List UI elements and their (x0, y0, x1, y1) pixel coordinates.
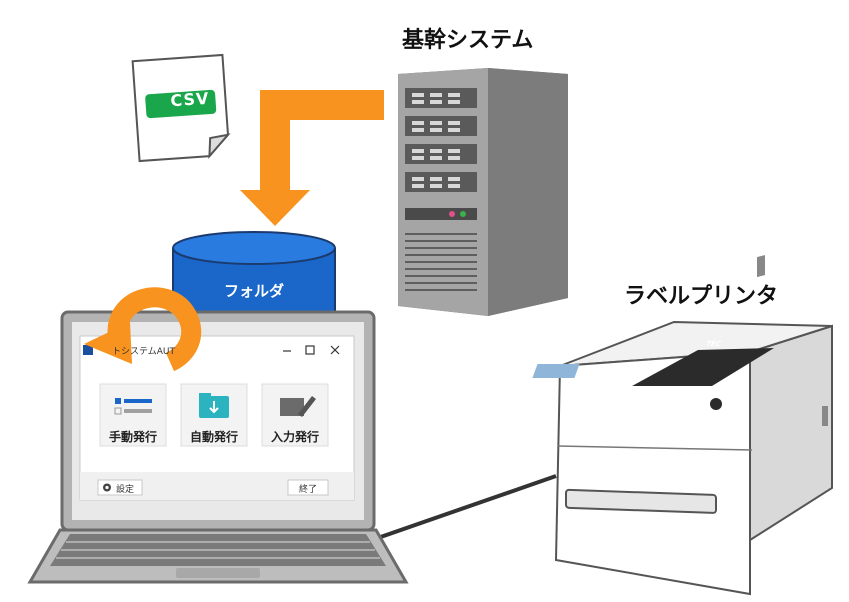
close-icon[interactable] (330, 345, 340, 355)
csv-file-icon (131, 53, 231, 163)
printer-cable (371, 474, 557, 542)
input-issue-button[interactable]: 入力発行 (262, 384, 328, 446)
app-logo-icon (83, 345, 93, 355)
exit-label: 終了 (298, 485, 317, 495)
manual-list-icon (114, 398, 152, 415)
label-printer-label: ラベルプリンタ (624, 284, 779, 309)
printer-brand-logo: TEC (704, 340, 723, 348)
input-edit-icon (280, 396, 316, 417)
maximize-icon[interactable] (305, 345, 315, 355)
app-window-title: トシステムAUT (112, 347, 175, 357)
core-system-label: 基幹システム (402, 28, 534, 53)
folder-label: フォルダ (223, 282, 284, 300)
settings-button[interactable]: 設定 (98, 480, 142, 495)
exit-button[interactable]: 終了 (288, 480, 328, 495)
server-tower-icon (398, 68, 568, 316)
csv-badge-label: CSV (169, 88, 211, 111)
arrow-server-to-folder (240, 90, 384, 226)
settings-label: 設定 (116, 485, 135, 495)
manual-issue-button[interactable]: 手動発行 (100, 384, 166, 446)
auto-folder-icon (199, 393, 229, 418)
gear-icon (103, 483, 111, 492)
input-issue-label: 入力発行 (270, 430, 319, 444)
folder-cylinder-icon (172, 231, 336, 331)
auto-issue-label: 自動発行 (189, 430, 238, 444)
label-printer-icon (532, 255, 833, 596)
auto-issue-button[interactable]: 自動発行 (181, 384, 247, 446)
arrow-folder-to-laptop (84, 287, 202, 372)
manual-issue-label: 手動発行 (108, 430, 157, 444)
